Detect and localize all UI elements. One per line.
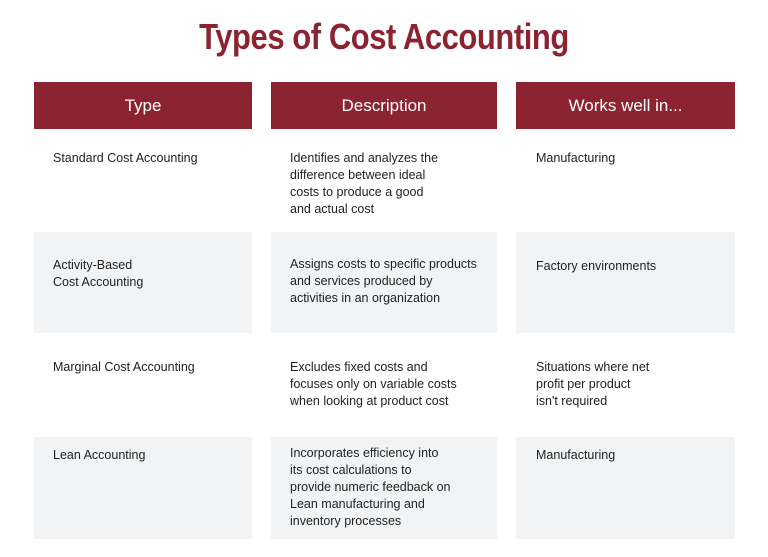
table-row-4-description: Incorporates efficiency into its cost ca… xyxy=(271,437,497,539)
table-row-3-type: Marginal Cost Accounting xyxy=(34,335,252,435)
column-header-type: Type xyxy=(34,82,252,129)
table-row-2-works-well-in: Factory environments xyxy=(516,232,735,333)
table-row-4-works-well-in: Manufacturing xyxy=(516,437,735,539)
table-row-1-works-well-in: Manufacturing xyxy=(516,130,735,230)
table-row-3-works-well-in: Situations where net profit per product … xyxy=(516,335,735,435)
page-title: Types of Cost Accounting xyxy=(199,16,569,57)
cell-text: Standard Cost Accounting xyxy=(53,151,198,165)
table-row-4-type: Lean Accounting xyxy=(34,437,252,539)
column-header-description: Description xyxy=(271,82,497,129)
cell-text: Assigns costs to specific products and s… xyxy=(290,257,477,305)
table-row-3-description: Excludes fixed costs and focuses only on… xyxy=(271,335,497,435)
table-row-2-description: Assigns costs to specific products and s… xyxy=(271,232,497,333)
table-row-1-description: Identifies and analyzes the difference b… xyxy=(271,130,497,230)
cell-text: Situations where net profit per product … xyxy=(536,360,650,408)
cell-text: Manufacturing xyxy=(536,151,616,165)
cell-text: Factory environments xyxy=(536,259,657,273)
column-header-works-well-in: Works well in... xyxy=(516,82,735,129)
table-row-1-type: Standard Cost Accounting xyxy=(34,130,252,230)
cell-text: Identifies and analyzes the difference b… xyxy=(290,151,439,216)
cell-text: Incorporates efficiency into its cost ca… xyxy=(290,446,451,528)
cell-text: Excludes fixed costs and focuses only on… xyxy=(290,360,457,408)
cell-text: Marginal Cost Accounting xyxy=(53,360,195,374)
cell-text: Activity-Based Cost Accounting xyxy=(53,258,144,289)
cell-text: Lean Accounting xyxy=(53,448,146,462)
table-row-2-type: Activity-Based Cost Accounting xyxy=(34,232,252,333)
cell-text: Manufacturing xyxy=(536,448,616,462)
